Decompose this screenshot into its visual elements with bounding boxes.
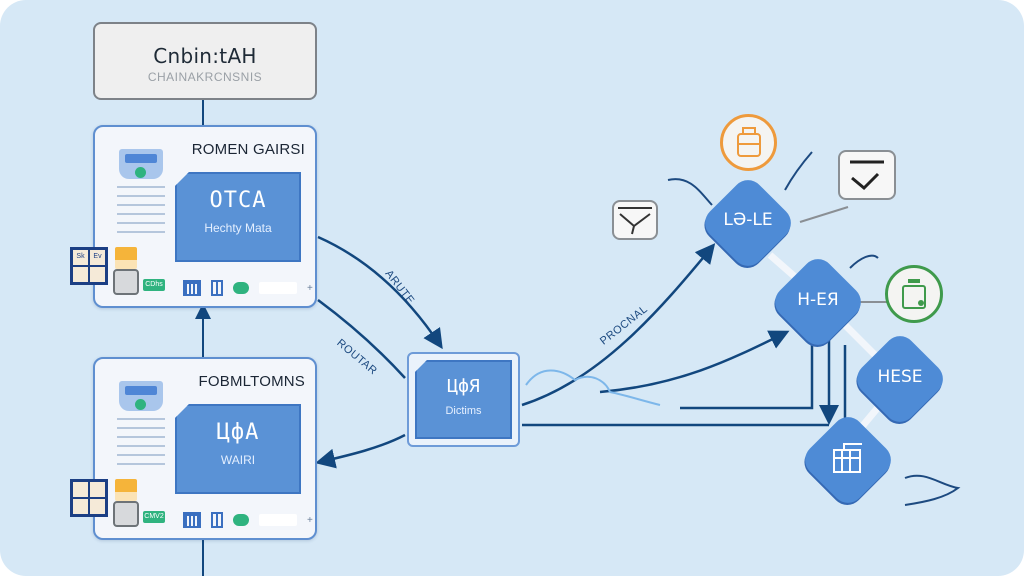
status-tag: CDhs	[143, 279, 165, 291]
flame-icon	[115, 247, 137, 269]
envelope-icon	[850, 160, 884, 191]
arrow-arute	[317, 235, 443, 350]
card-caption: WAIRI	[220, 453, 256, 467]
printer-icon	[833, 443, 862, 473]
document-icon	[113, 149, 167, 269]
columns-icon[interactable]	[211, 280, 223, 296]
center-node-code: ЦфЯ	[447, 376, 480, 397]
jar-circle[interactable]	[885, 265, 943, 323]
sketch-cloud	[525, 369, 661, 406]
status-tag: CMV2	[143, 511, 165, 523]
plus-icon[interactable]: +	[307, 282, 313, 294]
arrow-procnal	[521, 243, 716, 407]
sketch-stroke	[784, 151, 813, 191]
sketch-stroke	[849, 254, 879, 269]
arrow-center-to-node2	[599, 330, 790, 394]
sketch-stroke	[667, 178, 713, 206]
toggle-icon[interactable]	[233, 514, 249, 526]
diagram-title-box: Cnbin:tAH CHAINAKRCNSNIS	[93, 22, 317, 100]
panel-input[interactable]	[259, 514, 297, 526]
toggle-icon[interactable]	[233, 282, 249, 294]
panel-toolbar: +	[183, 512, 313, 528]
sketch-stroke	[904, 474, 961, 506]
panel-toolbar: +	[183, 280, 313, 296]
center-node-caption: Dictims	[445, 405, 482, 417]
arrow-center-to-panel2	[315, 433, 406, 469]
plus-icon[interactable]: +	[307, 514, 313, 526]
node-1-label: LƏ-LE	[723, 210, 773, 230]
node-2-label: H-ЕЯ	[797, 290, 839, 310]
diagram-subtitle: CHAINAKRCNSNIS	[147, 70, 263, 84]
envelope-icon	[618, 207, 652, 235]
jar-icon	[902, 279, 926, 309]
luggage-circle[interactable]	[720, 114, 777, 171]
trash-icon[interactable]	[183, 512, 201, 528]
panel-card[interactable]: ЦфА WAIRI	[175, 404, 301, 494]
card-code: OTCA	[209, 188, 267, 213]
diagram-title: Cnbin:tAH	[153, 44, 257, 68]
luggage-icon	[736, 126, 761, 157]
panel-card[interactable]: OTCA Hechty Mata	[175, 172, 301, 262]
link-node1-bubble	[799, 206, 849, 223]
node-3-label: HESE	[877, 367, 923, 387]
arrow-routar	[317, 298, 406, 379]
printer-icon	[113, 269, 139, 295]
center-node[interactable]: ЦфЯ Dictims	[407, 352, 520, 447]
panel-fobmltomns[interactable]: FOBMLTOMNS ЦфА WAIRI CMV2 +	[70, 357, 317, 540]
panel-title: ROMEN GAIRSI	[191, 141, 305, 158]
card-code: ЦфА	[216, 420, 260, 445]
link-node2-node3	[837, 317, 883, 363]
envelope-bubble	[838, 150, 896, 200]
card-caption: Hechty Mata	[204, 221, 272, 235]
flame-icon	[115, 479, 137, 501]
columns-icon[interactable]	[211, 512, 223, 528]
panel-input[interactable]	[259, 282, 297, 294]
grid-icon	[70, 479, 108, 517]
document-icon	[113, 381, 167, 501]
panel-title: FOBMLTOMNS	[198, 373, 305, 390]
envelope-bubble	[612, 200, 658, 240]
printer-icon	[113, 501, 139, 527]
trash-icon[interactable]	[183, 280, 201, 296]
connector-elbow	[680, 315, 822, 410]
